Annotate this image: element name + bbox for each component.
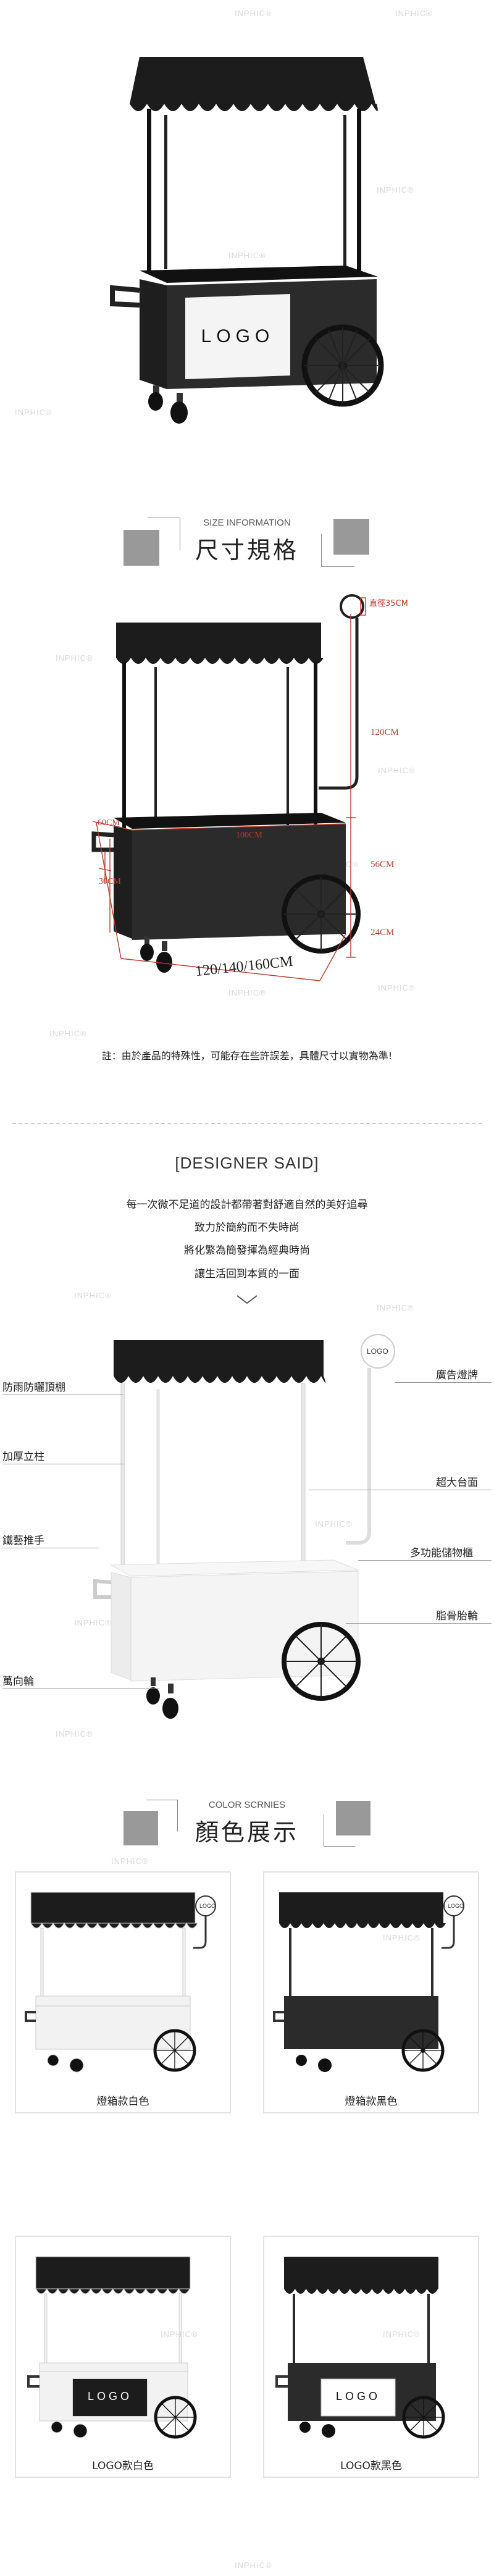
variant-card-lightbox-white[interactable]: LOGO 燈箱款白色: [15, 1871, 231, 2113]
hero-cart-image: [110, 57, 384, 424]
dim-side-depth: 30CM: [99, 877, 121, 886]
watermark: INPHIC®: [161, 2330, 198, 2339]
feature-label-storage: 多功能儲物櫃: [410, 1547, 473, 1559]
variant-caption: 燈箱款白色: [96, 2096, 149, 2108]
watermark: INPHIC®: [383, 1933, 421, 1942]
feature-cart-image: [93, 1334, 395, 1719]
cart-white-lightbox-image: [23, 1880, 227, 2084]
variant-card-logo-black[interactable]: LOGO LOGO款黑色: [263, 2236, 479, 2478]
cart-black-lightbox-image: [272, 1880, 475, 2084]
dim-depth: 60CM: [98, 818, 120, 828]
dashed-divider: [12, 1123, 482, 1124]
watermark: INPHIC®: [56, 653, 93, 663]
designer-line: 致力於簡約而不失時尚: [195, 1222, 299, 1234]
outline-square-decoration: [146, 1800, 178, 1832]
watermark: INPHIC®: [383, 2330, 421, 2339]
hero-logo-text: LOGO: [201, 326, 275, 346]
dim-wheel-height: 24CM: [371, 928, 395, 938]
feature-label-caster: 萬向輪: [2, 1676, 34, 1688]
variant-sign-logo: LOGO: [199, 1903, 216, 1909]
size-en-title: SIZE INFORMATION: [203, 518, 291, 528]
watermark: INPHIC®: [56, 1729, 93, 1739]
watermark: INPHIC®: [377, 185, 414, 195]
designer-line: 讓生活回到本質的一面: [195, 1268, 299, 1280]
watermark: INPHIC®: [235, 9, 272, 18]
watermark: INPHIC®: [235, 2561, 272, 2570]
variant-logo-text: LOGO: [335, 2390, 380, 2402]
color-section: COLOR SCRNIES 顏色展示 LOGO 燈箱款白色 LOGO 燈箱款黑色…: [0, 1779, 494, 2576]
variant-caption: 燈箱款黑色: [345, 2096, 398, 2108]
color-zh-title: 顏色展示: [195, 1819, 299, 1846]
outline-square-decoration: [324, 1815, 356, 1847]
watermark: INPHIC®: [49, 1029, 87, 1038]
cart-black-logo-image: [272, 2244, 475, 2448]
dim-sign-diameter: 直徑35CM: [369, 599, 408, 608]
watermark: INPHIC®: [378, 766, 416, 775]
watermark: INPHIC®: [228, 988, 266, 997]
watermark: INPHIC®: [228, 251, 266, 260]
variant-logo-text: LOGO: [87, 2390, 132, 2402]
watermark: INPHIC®: [74, 1291, 112, 1300]
variant-card-logo-white[interactable]: LOGO LOGO款白色: [15, 2236, 231, 2478]
outline-square-decoration: [321, 534, 354, 567]
feature-label-counter: 超大台面: [436, 1477, 478, 1489]
watermark: INPHIC®: [15, 408, 52, 417]
dimension-cart-image: [91, 594, 366, 981]
watermark: INPHIC®: [395, 9, 433, 18]
size-info-section: SIZE INFORMATION 尺寸規格 INPHIC® INPHIC® IN…: [0, 469, 494, 1136]
dim-cabinet-height: 56CM: [371, 860, 395, 870]
variant-card-lightbox-black[interactable]: LOGO 燈箱款黑色: [263, 1871, 479, 2113]
feature-label-handle: 鐵藝推手: [2, 1535, 44, 1547]
variant-panel: [73, 2379, 147, 2416]
chevron-down-icon: [237, 1295, 257, 1304]
variant-caption: LOGO款黑色: [340, 2460, 402, 2472]
cart-white-logo-image: [23, 2244, 227, 2448]
designer-title: [DESIGNER SAID]: [175, 1154, 319, 1172]
watermark: INPHIC®: [315, 1519, 353, 1529]
dim-counter-width: 100CM: [236, 831, 262, 840]
leader-line: [395, 1382, 492, 1383]
feature-label-lightbox: 廣告燈牌: [436, 1369, 478, 1382]
variant-caption: LOGO款白色: [92, 2460, 154, 2472]
watermark: INPHIC®: [111, 1856, 149, 1866]
feature-sign-logo: LOGO: [367, 1347, 388, 1356]
feature-label-wheel: 脂骨胎輪: [436, 1610, 478, 1622]
gray-square-decoration: [336, 1801, 371, 1836]
outline-square-decoration: [147, 518, 180, 551]
gray-square-decoration: [124, 530, 159, 566]
size-zh-title: 尺寸規格: [195, 537, 299, 564]
watermark: INPHIC®: [377, 1303, 414, 1312]
designer-line: 每一次微不足道的設計都帶著對舒適自然的美好追尋: [126, 1199, 368, 1211]
feature-label-pillar: 加厚立柱: [2, 1451, 44, 1463]
leader-line: [358, 1560, 492, 1561]
designer-section: [DESIGNER SAID] 每一次微不足道的設計都帶著對舒適自然的美好追尋 …: [0, 1136, 494, 1390]
size-note: 註：由於產品的特殊性，可能存在些許誤差，具體尺寸以實物為準!: [101, 1050, 393, 1062]
feature-label-canopy: 防雨防曬頂棚: [2, 1382, 65, 1394]
hero-section: INPHIC® INPHIC® INPHIC® INPHIC® INPHIC® …: [0, 0, 494, 469]
gray-square-decoration: [333, 519, 369, 555]
dim-total-height: 120CM: [371, 728, 399, 737]
watermark: INPHIC®: [378, 983, 416, 992]
watermark: INPHIC®: [74, 1618, 112, 1627]
features-section: LOGO 防雨防曬頂棚 加厚立柱 鐵藝推手 萬向輪 廣告燈牌 超大台面 多功能儲…: [0, 1334, 494, 1779]
color-en-title: COLOR SCRNIES: [208, 1800, 286, 1810]
gray-square-decoration: [124, 1811, 158, 1845]
variant-sign-logo: LOGO: [448, 1903, 464, 1909]
designer-line: 將化繁為簡發揮為經典時尚: [184, 1244, 310, 1257]
leader-line: [346, 1623, 492, 1624]
